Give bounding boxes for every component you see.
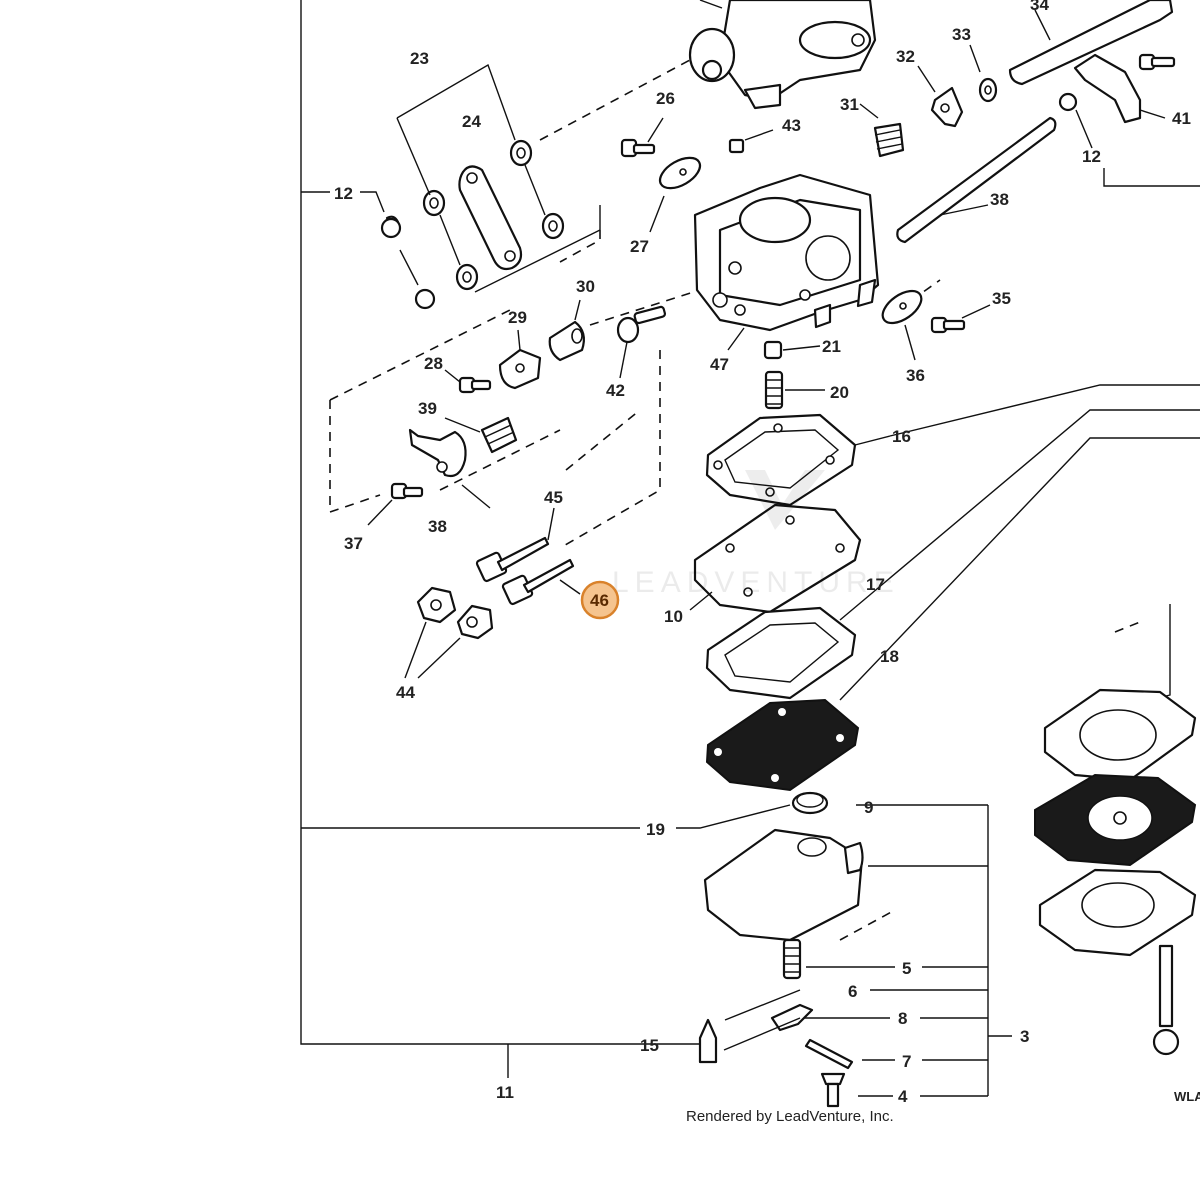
callout-38a[interactable]: 38 xyxy=(990,190,1009,209)
callout-45[interactable]: 45 xyxy=(544,488,563,507)
gasket-stack xyxy=(693,413,864,1108)
callout-33[interactable]: 33 xyxy=(952,25,971,44)
callout-23[interactable]: 23 xyxy=(410,49,429,68)
callout-31[interactable]: 31 xyxy=(840,95,859,114)
callout-10[interactable]: 10 xyxy=(664,607,683,626)
callout-7[interactable]: 7 xyxy=(902,1052,911,1071)
callout-5[interactable]: 5 xyxy=(902,959,911,978)
carburetor-body xyxy=(693,138,880,332)
callout-39[interactable]: 39 xyxy=(418,399,437,418)
callout-11[interactable]: 11 xyxy=(496,1083,514,1102)
callout-47[interactable]: 47 xyxy=(710,355,729,374)
callout-38b[interactable]: 38 xyxy=(428,517,447,536)
small-parts xyxy=(390,0,1176,640)
render-credit: Rendered by LeadVenture, Inc. xyxy=(686,1108,894,1125)
callout-18[interactable]: 18 xyxy=(880,647,899,666)
callout-37[interactable]: 37 xyxy=(344,534,363,553)
highlighted-callout-46[interactable]: 46 xyxy=(580,580,620,620)
callout-3[interactable]: 3 xyxy=(1020,1027,1029,1046)
callout-16[interactable]: 16 xyxy=(892,427,911,446)
callout-20[interactable]: 20 xyxy=(830,383,849,402)
corner-code: WLA xyxy=(1174,1089,1200,1104)
callout-35[interactable]: 35 xyxy=(992,289,1011,308)
linkage-parts xyxy=(380,63,601,310)
callout-29[interactable]: 29 xyxy=(508,308,527,327)
callout-34[interactable]: 34 xyxy=(1030,0,1049,14)
callout-44[interactable]: 44 xyxy=(396,683,415,702)
dashed-lines xyxy=(329,59,1141,941)
frame-lines xyxy=(300,0,1200,1078)
callout-labels: 34 33 32 41 12 23 24 26 43 31 38 12 27 3… xyxy=(334,0,1191,1106)
callout-21[interactable]: 21 xyxy=(822,337,841,356)
callout-6[interactable]: 6 xyxy=(848,982,857,1001)
watermark-text: LEADVENTURE xyxy=(612,566,900,599)
right-gaskets xyxy=(1034,688,1197,1056)
callout-42[interactable]: 42 xyxy=(606,381,625,400)
watermark-logo xyxy=(745,470,825,530)
callout-9[interactable]: 9 xyxy=(864,798,873,817)
callout-19[interactable]: 19 xyxy=(646,820,665,839)
callout-24[interactable]: 24 xyxy=(462,112,481,131)
bracket-3 xyxy=(800,804,1012,1097)
callout-36[interactable]: 36 xyxy=(906,366,925,385)
callout-12a[interactable]: 12 xyxy=(334,184,353,203)
callout-15[interactable]: 15 xyxy=(640,1036,659,1055)
callout-17[interactable]: 17 xyxy=(866,575,885,594)
callout-30[interactable]: 30 xyxy=(576,277,595,296)
leader-lines xyxy=(367,0,1200,1051)
callout-46[interactable]: 46 xyxy=(590,591,609,610)
callout-32[interactable]: 32 xyxy=(896,47,915,66)
carburetor-top-assembly xyxy=(688,0,877,110)
callout-8[interactable]: 8 xyxy=(898,1009,907,1028)
callout-41[interactable]: 41 xyxy=(1172,109,1191,128)
callout-27[interactable]: 27 xyxy=(630,237,649,256)
callout-4[interactable]: 4 xyxy=(898,1087,908,1106)
callout-26[interactable]: 26 xyxy=(656,89,675,108)
callout-28[interactable]: 28 xyxy=(424,354,443,373)
callout-12b[interactable]: 12 xyxy=(1082,147,1101,166)
callout-43[interactable]: 43 xyxy=(782,116,801,135)
